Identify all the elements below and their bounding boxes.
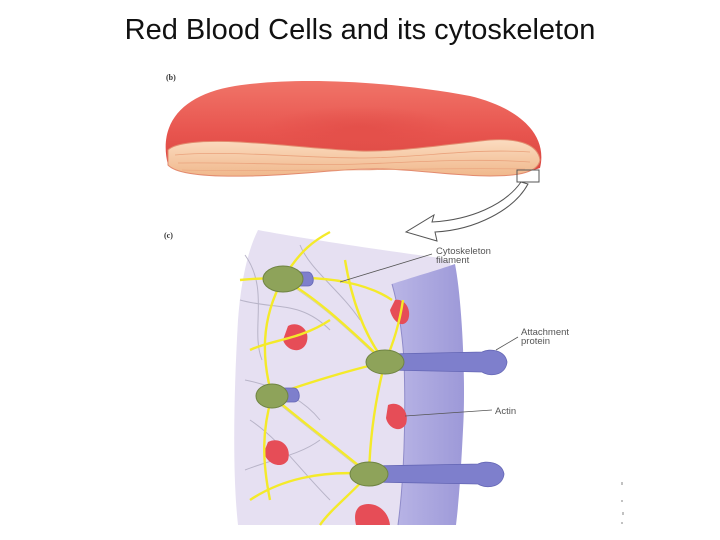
junction-node [349,461,389,487]
label-attachment-line2: protein [521,336,550,347]
label-attachment-protein: Attachment protein [521,327,572,347]
junction-node [365,349,405,375]
actin-patch [355,504,390,525]
cytoskeleton-leader-line [339,253,433,283]
zoom-region-box [516,169,540,183]
attachment-leader-line [495,336,519,351]
actin-patch [390,299,410,325]
cell-dimple [265,106,455,150]
label-cytoskeleton-line1: Cytoskeleton [436,246,491,257]
actin-patch [386,403,407,430]
slide-title: Red Blood Cells and its cytoskeleton [124,14,596,46]
label-attachment-line1: Attachment [521,327,569,338]
panel-label-c: (c) [164,231,173,240]
attachment-protein [385,349,508,376]
label-cytoskeleton-line2: filament [436,255,470,266]
panel-label-b: (b) [166,73,176,82]
red-blood-cell [165,81,542,183]
label-actin: Actin [495,406,516,417]
attachment-protein [369,461,505,488]
membrane-section [234,230,508,526]
membrane-band [392,264,465,525]
junction-node [255,383,289,409]
junction-node [262,265,304,293]
label-cytoskeleton-filament: Cytoskeleton filament [436,246,494,266]
actin-leader-line [404,409,493,417]
actin-patch [264,440,289,466]
zoom-arrow [404,181,529,242]
